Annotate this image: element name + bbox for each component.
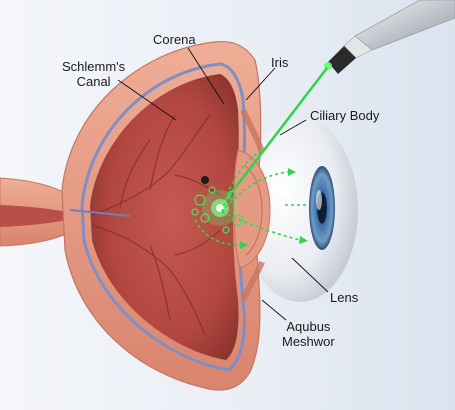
label-aqubus-meshwork-line2: Meshwor [282, 334, 335, 349]
label-schlemms-canal-line2: Canal [76, 74, 111, 89]
iris-pupil [309, 166, 335, 250]
label-aqubus-meshwork: Aqubus Meshwor [282, 319, 335, 349]
aqueous-flow-arrows [194, 149, 306, 246]
label-corena: Corena [153, 32, 196, 47]
eyeball-white [242, 118, 358, 302]
retinal-blood-vessels [91, 114, 221, 336]
label-iris: Iris [271, 55, 289, 70]
label-ciliary-body: Ciliary Body [310, 108, 380, 123]
label-aqubus-meshwork-line1: Aqubus [286, 319, 331, 334]
label-schlemms-canal: Schlemm's Canal [62, 59, 125, 89]
lens-ridge [243, 164, 263, 256]
label-lens: Lens [330, 290, 359, 305]
label-schlemms-canal-line1: Schlemm's [62, 59, 126, 74]
laser-beam-icon [221, 67, 328, 206]
flow-arrowheads [240, 168, 308, 249]
ciliary-body-tissue-bottom [240, 260, 265, 302]
vitreous-chamber [90, 74, 239, 360]
retina-dark-spot [201, 176, 209, 184]
leader-lines [117, 47, 329, 321]
ciliary-body-tissue-top [240, 108, 265, 153]
optic-nerve-core [0, 205, 68, 227]
pupil-highlight [316, 190, 322, 210]
blue-vessel [69, 209, 131, 217]
